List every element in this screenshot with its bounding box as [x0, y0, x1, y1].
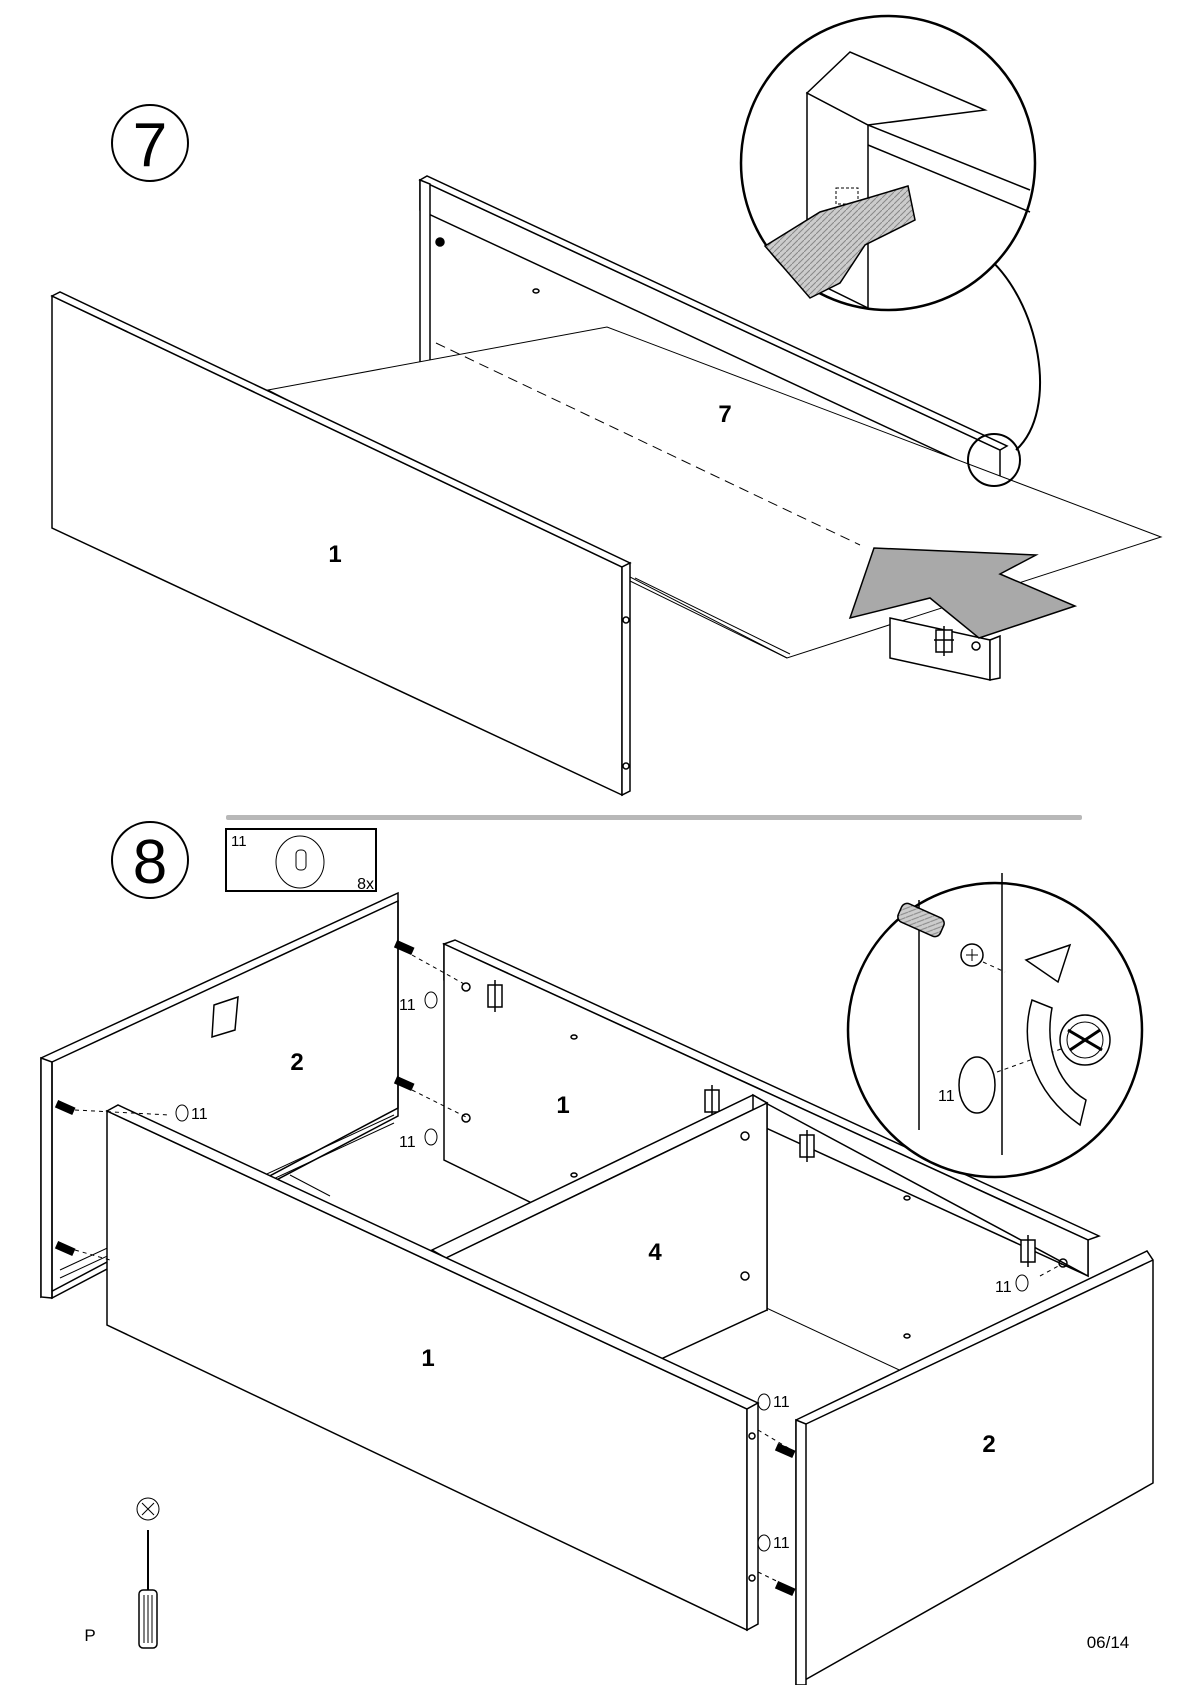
hole-marker: 11 — [758, 1394, 790, 1411]
detail-hole-label: 11 — [938, 1088, 955, 1105]
screwdriver-icon — [139, 1530, 157, 1648]
step-7: 7 7 — [52, 16, 1161, 795]
hole-marker: 11 — [758, 1535, 790, 1552]
part-box-11: 11 8x — [226, 829, 376, 893]
hole-marker: 11 — [399, 992, 437, 1014]
cam-lock-icon — [934, 626, 954, 656]
side-left-label: 2 — [290, 1049, 303, 1076]
hole-marker: 11 — [995, 1275, 1028, 1296]
step-divider — [226, 815, 1082, 820]
front-panel-label: 1 — [328, 541, 341, 568]
divider-label: 4 — [648, 1239, 662, 1266]
page-number: 06/14 — [1087, 1633, 1130, 1652]
tool-letter: P — [84, 1626, 95, 1645]
side-panel-right-2: 2 — [796, 1251, 1153, 1685]
step-number-7: 7 — [112, 105, 188, 181]
step-7-number-text: 7 — [133, 111, 167, 180]
hole-label: 11 — [399, 1134, 416, 1151]
back-panel-label: 1 — [556, 1092, 569, 1119]
step-number-8: 8 — [112, 822, 188, 898]
front-panel-label-step8: 1 — [421, 1345, 434, 1372]
hole-label: 11 — [995, 1279, 1012, 1296]
hole-label: 11 — [773, 1535, 790, 1552]
step-8: 8 11 8x 2 — [41, 822, 1153, 1685]
cam-lock-icon — [1060, 1015, 1110, 1065]
cam-detail-callout: 11 — [848, 873, 1142, 1177]
hole-label: 11 — [773, 1394, 790, 1411]
hole-label: 11 — [399, 997, 416, 1014]
hole-label: 11 — [191, 1106, 208, 1123]
side-right-label: 2 — [982, 1431, 995, 1458]
step-8-number-text: 8 — [133, 828, 167, 897]
hole-marker: 11 — [399, 1129, 437, 1151]
part-box-quantity: 8x — [357, 876, 374, 893]
no-power-tool-icon — [137, 1498, 159, 1520]
board-7-label: 7 — [718, 401, 731, 428]
part-box-number: 11 — [231, 833, 247, 850]
